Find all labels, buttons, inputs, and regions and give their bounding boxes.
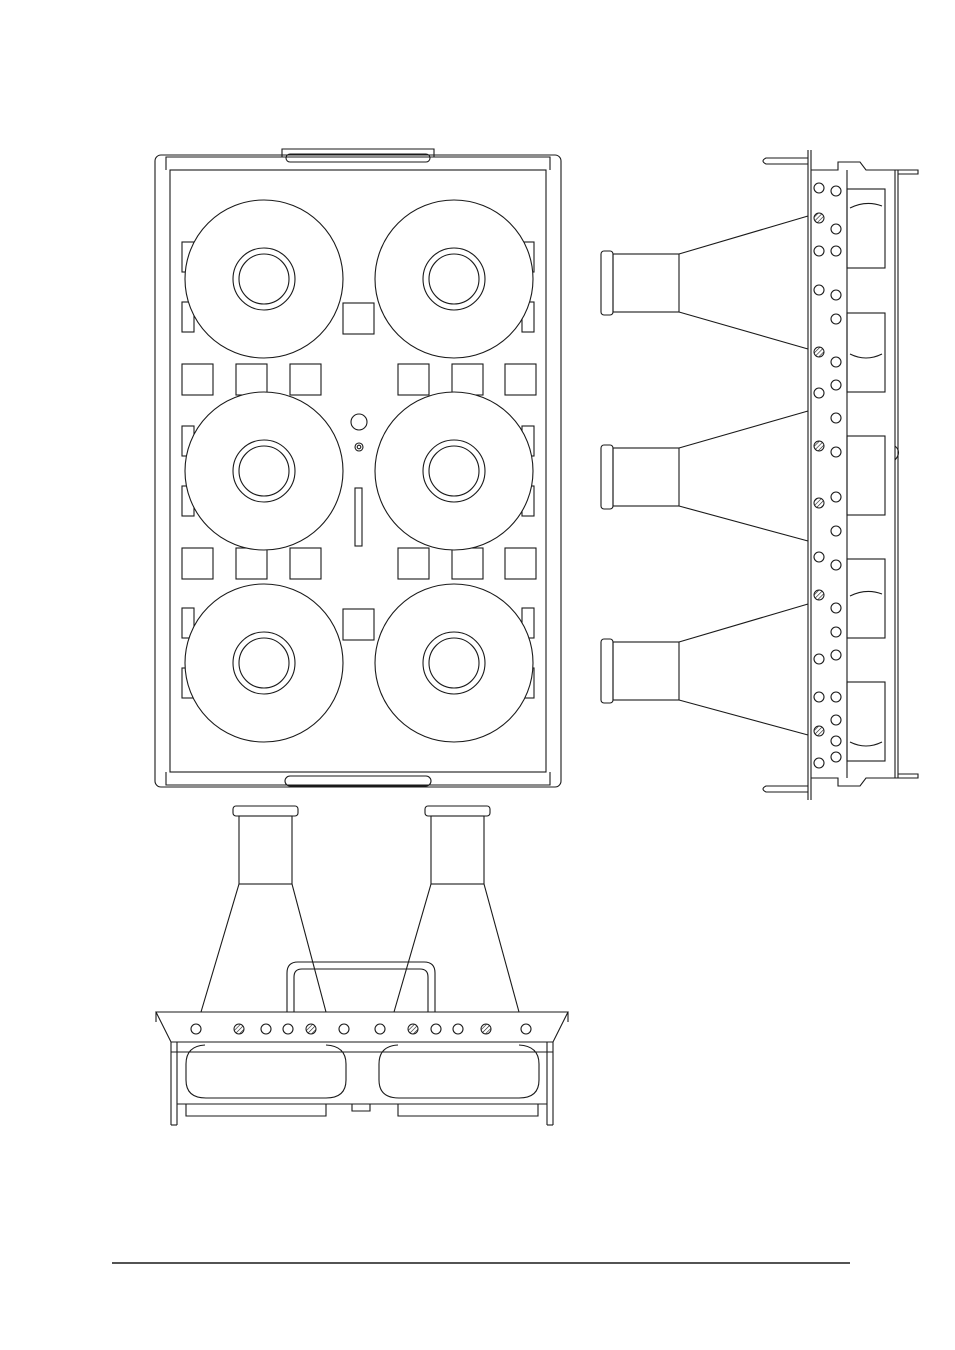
rack-top-rail	[166, 157, 550, 170]
top-view	[155, 149, 561, 787]
front-flask-1-base	[186, 1045, 346, 1098]
front-flask-1	[201, 806, 326, 1012]
rack-bottom-rail	[166, 772, 550, 785]
side-frame-windows	[847, 189, 885, 761]
top-handle	[282, 149, 434, 157]
side-bottom-handle	[763, 786, 808, 792]
flask-top-6	[375, 584, 533, 742]
side-flask-1	[601, 216, 808, 349]
side-view	[601, 150, 918, 800]
side-flask-2	[601, 411, 808, 541]
flask-top-2	[375, 200, 533, 358]
front-view	[156, 806, 568, 1125]
center-screw	[355, 443, 363, 451]
front-flask-2-base	[379, 1045, 539, 1098]
flask-top-3	[185, 392, 343, 550]
top-view-flasks	[185, 200, 533, 742]
side-frame-holes	[814, 183, 841, 768]
center-hole	[351, 414, 367, 430]
front-rail-holes	[191, 1024, 531, 1034]
front-rack-rail	[156, 1012, 568, 1042]
flask-top-1	[185, 200, 343, 358]
front-flask-2	[394, 806, 519, 1012]
flask-top-5	[185, 584, 343, 742]
flask-top-4	[375, 392, 533, 550]
side-flask-3	[601, 604, 808, 735]
side-top-handle	[763, 158, 808, 164]
center-slot	[355, 488, 362, 546]
